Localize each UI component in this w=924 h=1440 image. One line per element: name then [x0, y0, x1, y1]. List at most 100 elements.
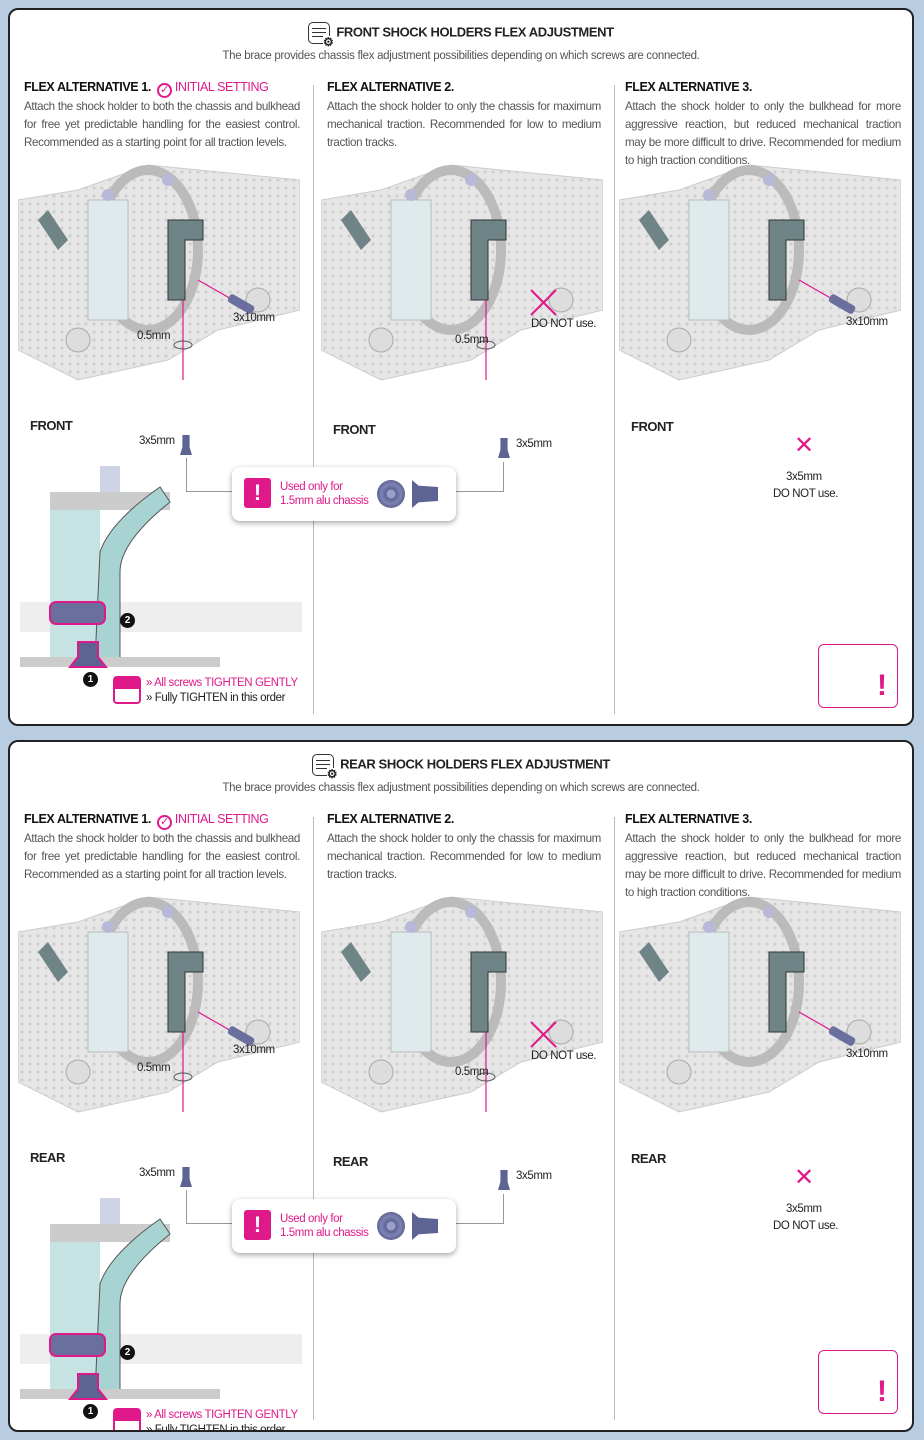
heading-text: FLEX ALTERNATIVE 3.: [625, 812, 752, 826]
direction-label: FRONT: [333, 422, 376, 437]
badge-text: INITIAL SETTING: [174, 80, 269, 94]
alternative-heading: FLEX ALTERNATIVE 2.: [327, 80, 601, 98]
chassis-illustration: [18, 896, 300, 1113]
chassis-illustration: [619, 164, 901, 381]
screw-top-label: 3x10mm: [846, 1048, 888, 1060]
screw-side-view-icon: [412, 480, 438, 508]
heading-text: FLEX ALTERNATIVE 2.: [327, 812, 454, 826]
heading-text: FLEX ALTERNATIVE 1.: [24, 80, 151, 94]
tighten-note: » All screws TIGHTEN GENTLY» Fully TIGHT…: [146, 1408, 298, 1430]
flex-alternative-1: FLEX ALTERNATIVE 1. ✓INITIAL SETTING Atta…: [24, 80, 300, 152]
screw-bottom-label: 3x5mm: [516, 1170, 552, 1182]
step-2-marker: 2: [120, 613, 135, 628]
screw-bottom-label: 3x5mm: [786, 1203, 822, 1215]
panel-title: FRONT SHOCK HOLDERS FLEX ADJUSTMENT: [10, 22, 912, 48]
panel-subtitle: The brace provides chassis flex adjustme…: [222, 50, 700, 62]
badge-text: INITIAL SETTING: [174, 812, 269, 826]
initial-setting-badge: ✓INITIAL SETTING: [156, 812, 269, 830]
alternative-heading: FLEX ALTERNATIVE 3.: [625, 812, 901, 830]
direction-label: REAR: [333, 1154, 368, 1169]
washer-label: 0.5mm: [455, 334, 489, 346]
tighten-note: » All screws TIGHTEN GENTLY » Fully TIGHT…: [146, 676, 298, 706]
callout-line-2: 1.5mm alu chassis: [280, 1227, 369, 1239]
washer-label: 0.5mm: [455, 1066, 489, 1078]
flex-alternative-3: FLEX ALTERNATIVE 3. Attach the shock hol…: [625, 812, 901, 902]
do-not-use-label: DO NOT use.: [773, 1220, 839, 1232]
column-divider: [614, 817, 615, 1420]
callout-line-1: Used only for: [280, 1213, 343, 1225]
step-1-marker: 1: [83, 672, 98, 687]
screw-top-label: 3x10mm: [846, 316, 888, 328]
alternative-heading: FLEX ALTERNATIVE 2.: [327, 812, 601, 830]
alternative-description: Attach the shock holder to only the bulk…: [625, 100, 901, 167]
tighten-order-text: » Fully TIGHTEN in this order: [146, 692, 286, 704]
flex-alternative-1: FLEX ALTERNATIVE 1.✓INITIAL SETTING Atta…: [24, 812, 300, 884]
column-divider: [614, 85, 615, 714]
screw-bottom-label: 3x5mm: [139, 1167, 175, 1179]
screw-top-view-icon: [377, 1212, 405, 1240]
callout-text: Used only for 1.5mm alu chassis: [280, 1212, 369, 1240]
warning-icon: !: [877, 1375, 887, 1408]
flex-alternative-2: FLEX ALTERNATIVE 2. Attach the shock hol…: [327, 80, 601, 152]
screw-icon: [180, 1167, 192, 1187]
heading-text: FLEX ALTERNATIVE 1.: [24, 812, 151, 826]
washer-label: 0.5mm: [137, 330, 171, 342]
alternative-heading: FLEX ALTERNATIVE 1. ✓INITIAL SETTING: [24, 812, 300, 830]
callout-line-2: 1.5mm alu chassis: [280, 495, 369, 507]
direction-label: FRONT: [30, 418, 73, 433]
side-view-illustration: [20, 466, 302, 668]
do-not-use-label: DO NOT use.: [531, 1050, 597, 1062]
alternative-description: Attach the shock holder to only the chas…: [327, 832, 601, 881]
callout-text: Used only for 1.5mm alu chassis: [280, 480, 369, 508]
tighten-gently-text: » All screws TIGHTEN GENTLY: [146, 677, 298, 689]
direction-label: REAR: [631, 1151, 666, 1166]
initial-setting-badge: ✓INITIAL SETTING: [156, 80, 269, 98]
column-divider: [313, 817, 314, 1420]
alu-chassis-callout: ! Used only for 1.5mm alu chassis: [232, 467, 456, 521]
chassis-illustration: [321, 164, 603, 381]
check-icon: ✓: [156, 815, 172, 830]
flex-alternative-2: FLEX ALTERNATIVE 2. Attach the shock hol…: [327, 812, 601, 884]
step-2-marker: 2: [120, 1345, 135, 1360]
column-divider: [313, 85, 314, 714]
tighten-icon: [113, 676, 141, 704]
heading-text: FLEX ALTERNATIVE 3.: [625, 80, 752, 94]
screw-bottom-label: 3x5mm: [786, 471, 822, 483]
side-view-illustration: [20, 1198, 302, 1400]
screw-icon: [498, 1170, 510, 1190]
connector-line: [456, 462, 504, 492]
heading-text: FLEX ALTERNATIVE 2.: [327, 80, 454, 94]
do-not-use-label: DO NOT use.: [531, 318, 597, 330]
exclamation-icon: !: [244, 1210, 271, 1240]
step-1-marker: 1: [83, 1404, 98, 1419]
warning-box: !: [818, 1350, 898, 1414]
direction-label: FRONT: [631, 419, 674, 434]
screw-icon: [498, 438, 510, 458]
screw-top-label: 3x10mm: [233, 312, 275, 324]
panel-subtitle: The brace provides chassis flex adjustme…: [222, 782, 700, 794]
settings-icon: [308, 22, 334, 48]
direction-label: REAR: [30, 1150, 65, 1165]
check-icon: ✓: [156, 83, 172, 98]
callout-line-1: Used only for: [280, 481, 343, 493]
crossed-screw-icon: ✕: [793, 432, 815, 459]
exclamation-icon: !: [244, 478, 271, 508]
alternative-description: Attach the shock holder to only the chas…: [327, 100, 601, 149]
washer-label: 0.5mm: [137, 1062, 171, 1074]
alternative-description: Attach the shock holder to only the bulk…: [625, 832, 901, 899]
screw-bottom-label: 3x5mm: [516, 438, 552, 450]
alternative-heading: FLEX ALTERNATIVE 1. ✓INITIAL SETTING: [24, 80, 300, 98]
screw-side-view-icon: [412, 1212, 438, 1240]
connector-line: [186, 1190, 236, 1224]
front-shock-holders-panel: FRONT SHOCK HOLDERS FLEX ADJUSTMENT The …: [8, 8, 914, 726]
tighten-icon: [113, 1408, 141, 1430]
panel-title: REAR SHOCK HOLDERS FLEX ADJUSTMENT: [10, 754, 912, 780]
connector-line: [186, 458, 236, 492]
screw-top-view-icon: [377, 480, 405, 508]
warning-box: !: [818, 644, 898, 708]
chassis-illustration: [321, 896, 603, 1113]
alu-chassis-callout: ! Used only for 1.5mm alu chassis: [232, 1199, 456, 1253]
panel-title-text: REAR SHOCK HOLDERS FLEX ADJUSTMENT: [340, 756, 610, 772]
screw-bottom-label: 3x5mm: [139, 435, 175, 447]
alternative-description: Attach the shock holder to both the chas…: [24, 100, 300, 149]
